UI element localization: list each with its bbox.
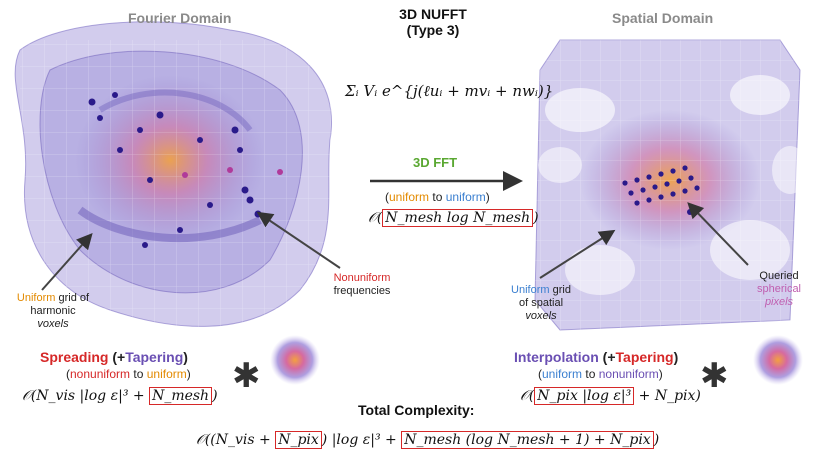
nonuniform-word: Nonuniform: [333, 272, 391, 284]
spreading-uniform: uniform: [146, 367, 187, 381]
queried-pixels-label: Queried spherical pixels: [734, 270, 824, 309]
spreading-heading: Spreading (+Tapering): [40, 349, 188, 365]
interpolation-uniform: uniform: [542, 367, 583, 381]
total-part2: ) |log ε|³ +: [321, 432, 402, 448]
nonuniform-arrow: [256, 211, 341, 269]
spreading-paren-close: ): [183, 349, 188, 365]
spatial-domain-title: Spatial Domain: [612, 10, 714, 26]
interpolation-convolution-icon: ✱: [700, 357, 729, 395]
interpolation-nonuniform: nonuniform: [598, 367, 659, 381]
fft-to: to: [432, 190, 443, 204]
nufft-title-line1: 3D NUFFT: [399, 6, 467, 22]
fft-uniform-a: uniform: [389, 190, 430, 204]
right-voxels: voxels: [525, 310, 557, 322]
frequencies-word: frequencies: [333, 285, 391, 297]
total-complexity-formula: 𝒪((N_vis + N_pix) |log ε|³ + N_mesh (log…: [196, 431, 660, 449]
left-uniform-grid-label: Uniform grid of harmonic voxels: [8, 292, 98, 331]
sum-formula: Σᵢ Vᵢ e^{j(ℓuᵢ + mvᵢ + nwᵢ)}: [345, 82, 554, 100]
right-grid-word: grid: [552, 284, 571, 296]
interp-paren-close: ): [673, 349, 679, 365]
interp-complexity-prefix: 𝒪(: [520, 388, 535, 404]
left-uniform-word: Uniform: [16, 292, 56, 304]
spreading-kernel-icon: [270, 335, 320, 385]
left-harmonic: harmonic: [30, 305, 76, 317]
queried-word: Queried: [759, 270, 799, 282]
spreading-word: Spreading: [40, 349, 109, 365]
spreading-complexity: 𝒪(N_vis |log ε|³ + N_mesh): [22, 387, 218, 405]
interpolation-tapering: Tapering: [615, 349, 674, 365]
interp-paren-open: (+: [602, 349, 616, 365]
spreading-complexity-suffix: ): [212, 388, 218, 404]
spreading-domain-note: (nonuniform to uniform): [66, 367, 191, 381]
fourier-volume: [14, 21, 340, 340]
interpolation-domain-note: (uniform to nonuniform): [538, 367, 663, 381]
pixels-word: pixels: [764, 296, 794, 308]
left-grid-of: grid of: [58, 292, 90, 304]
spreading-tapering: Tapering: [125, 349, 184, 365]
total-boxed1: N_pix: [275, 431, 322, 449]
interpolation-word: Interpolation: [514, 349, 599, 365]
spreading-complexity-prefix: 𝒪(N_vis |log ε|³ +: [22, 388, 150, 404]
spherical-word: spherical: [756, 283, 802, 295]
fft-complexity-boxed: N_mesh log N_mesh: [382, 209, 534, 227]
fft-domain-note: (uniform to uniform): [385, 190, 490, 204]
total-part3: ): [653, 432, 660, 448]
interpolation-to: to: [585, 367, 596, 381]
total-complexity-label: Total Complexity:: [358, 402, 475, 418]
nufft-title: 3D NUFFT (Type 3): [388, 6, 478, 38]
total-part1: 𝒪((N_vis +: [196, 432, 276, 448]
right-of-spatial: of spatial: [518, 297, 564, 309]
fft-complexity-suffix: ): [533, 210, 539, 226]
spreading-convolution-icon: ✱: [232, 357, 261, 395]
nonuniform-frequencies-label: Nonuniform frequencies: [322, 272, 402, 298]
uniform-grid-arrow-left: [41, 233, 93, 291]
left-voxels: voxels: [37, 318, 69, 330]
nufft-title-line2: (Type 3): [406, 22, 460, 38]
uniform-grid-arrow-right: [539, 229, 616, 279]
fourier-domain-title: Fourier Domain: [128, 10, 232, 26]
total-boxed2: N_mesh (log N_mesh + 1) + N_pix: [401, 431, 654, 449]
spreading-paren-open: (+: [112, 349, 126, 365]
right-uniform-word: Uniform: [511, 284, 550, 296]
interpolation-complexity: 𝒪(N_pix |log ε|³ + N_pix): [520, 387, 701, 405]
interpolation-heading: Interpolation (+Tapering): [514, 349, 678, 365]
fft-label: 3D FFT: [413, 155, 458, 170]
fft-uniform-b: uniform: [445, 190, 486, 204]
spreading-nonuniform: nonuniform: [70, 367, 131, 381]
fft-complexity-prefix: 𝒪(: [368, 210, 383, 226]
right-uniform-grid-label: Uniform grid of spatial voxels: [496, 284, 586, 323]
spreading-complexity-boxed: N_mesh: [149, 387, 213, 405]
spreading-to: to: [133, 367, 144, 381]
interp-complexity-suffix: + N_pix): [634, 388, 701, 404]
interpolation-kernel-icon: [753, 335, 803, 385]
queried-arrow: [687, 202, 749, 266]
fft-complexity: 𝒪(N_mesh log N_mesh): [368, 209, 539, 227]
interp-complexity-boxed: N_pix |log ε|³: [534, 387, 635, 405]
